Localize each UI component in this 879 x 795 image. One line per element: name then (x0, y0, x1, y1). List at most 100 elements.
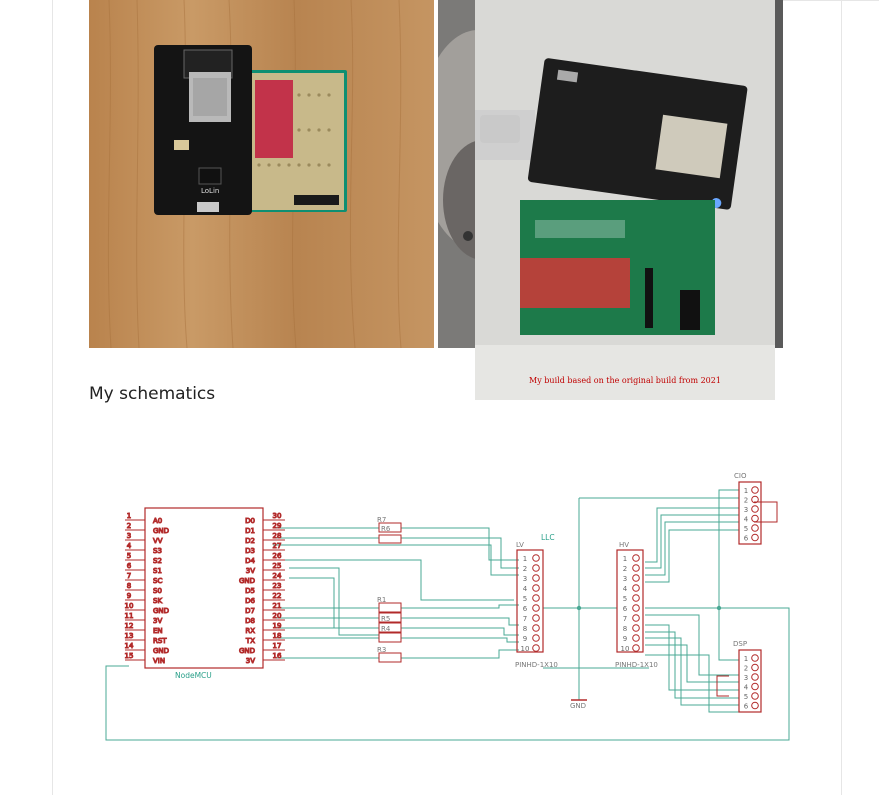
schematic-diagram[interactable]: NodeMCU 1A02GND3VV4S35S26S17SC8S09SK10GN… (89, 450, 809, 750)
connector-pin-number: 6 (744, 703, 749, 711)
nodemcu-left-pin-label: 3V (153, 617, 162, 625)
nodemcu-right-pin-label: RX (245, 627, 255, 635)
connector-pin (751, 486, 759, 494)
header-pin (532, 574, 540, 582)
connector-pin-number: 3 (744, 506, 748, 514)
nodemcu-left-pin-label: VV (153, 537, 163, 545)
nodemcu-right-pin-label: D3 (245, 547, 255, 555)
wood-board-photo: LoLin (89, 0, 434, 348)
header-pin (632, 614, 640, 622)
nodemcu-left-pin-number: 4 (127, 542, 132, 550)
connector-pin-number: 5 (744, 525, 748, 533)
nodemcu-right-pin-number: 17 (273, 642, 282, 650)
connector-pin-number: 1 (744, 487, 748, 495)
resistors: R7 R1 R3 R6 R5 R4 (377, 516, 402, 663)
header-pin (532, 554, 540, 562)
nodemcu-right-pin-number: 25 (273, 562, 282, 570)
header-pin (532, 624, 540, 632)
header-pin (632, 644, 640, 652)
nodemcu-right-pin-label: D2 (245, 537, 255, 545)
nodemcu-right-pin-number: 30 (273, 512, 282, 520)
svg-text:LoLin: LoLin (201, 187, 219, 195)
svg-text:PINHD-1X10: PINHD-1X10 (515, 661, 558, 669)
header-pin-number: 3 (523, 575, 527, 583)
header-pin (632, 594, 640, 602)
connector-pin (751, 701, 759, 710)
resistor-r7-label: R7 (377, 516, 386, 524)
build-photo-3[interactable]: My build based on the original build fro… (475, 0, 775, 400)
header-pin-number: 3 (623, 575, 627, 583)
nodemcu-left-pin-label: GND (153, 647, 169, 655)
connector-pin (751, 663, 759, 672)
nodemcu-right-pin-number: 24 (273, 572, 282, 580)
header-pin (632, 574, 640, 582)
gnd-symbol: GND (570, 699, 587, 710)
header-pin-number: 8 (623, 625, 627, 633)
nodemcu-left-pin-number: 11 (125, 612, 134, 620)
nodemcu-right-pin-label: D5 (245, 587, 255, 595)
connector-pin (751, 654, 759, 662)
nodemcu-left-pin-label: SC (153, 577, 162, 585)
nodemcu-right-pin-number: 29 (273, 522, 282, 530)
connector-pin-number: 3 (744, 674, 748, 682)
nodemcu-right-pin-number: 19 (273, 622, 282, 630)
nodemcu-left-pin-label: S1 (153, 567, 162, 575)
header-pin (532, 564, 540, 572)
header-pin (632, 634, 640, 642)
header-pin-number: 9 (623, 635, 627, 643)
header-pin-number: 2 (623, 565, 627, 573)
header-pin (532, 584, 540, 592)
nodemcu-right-pin-number: 16 (273, 652, 282, 660)
nodemcu-right-pin-label: TX (245, 637, 255, 645)
svg-text:R5: R5 (381, 615, 390, 623)
connector-pin (751, 514, 759, 523)
nodemcu-left-pin-label: GND (153, 607, 169, 615)
nodemcu-right-pin-number: 18 (273, 632, 282, 640)
nodemcu-left-pin-number: 5 (127, 552, 131, 560)
svg-text:HV: HV (619, 541, 629, 549)
resistor-r1-label: R1 (377, 596, 386, 604)
header-pin-number: 7 (523, 615, 527, 623)
build-photo-1[interactable]: LoLin (89, 0, 434, 348)
nodemcu-left-pin-label: S3 (153, 547, 162, 555)
svg-text:DSP: DSP (733, 640, 747, 648)
connector-pin (751, 692, 759, 700)
nodemcu-right-pin-label: D7 (245, 607, 255, 615)
connector-pin (751, 524, 759, 532)
finished-build-photo (475, 0, 775, 400)
section-heading: My schematics (89, 384, 216, 404)
nodemcu-left-pin-label: SK (153, 597, 162, 605)
header-pin (532, 594, 540, 602)
header-pin-number: 4 (523, 585, 528, 593)
header-pin (632, 604, 640, 612)
nodemcu-right-pin-number: 22 (273, 592, 282, 600)
connector-pin-number: 4 (744, 684, 749, 692)
nodemcu-right-pin-label: D1 (245, 527, 255, 535)
schematic-junctions (576, 605, 722, 611)
nodemcu-symbol: NodeMCU 1A02GND3VV4S35S26S17SC8S09SK10GN… (124, 507, 285, 680)
connector-pin-number: 6 (744, 535, 749, 543)
nodemcu-right-pin-number: 21 (273, 602, 282, 610)
nodemcu-right-pin-label: GND (239, 647, 255, 655)
header-pin-number: 5 (623, 595, 627, 603)
nodemcu-left-pin-number: 8 (127, 582, 131, 590)
connector-pin (751, 505, 759, 513)
nodemcu-left-pin-label: GND (153, 527, 169, 535)
header-pin-number: 10 (521, 645, 530, 653)
header-pin-number: 7 (623, 615, 627, 623)
nodemcu-left-pin-number: 10 (125, 602, 134, 610)
nodemcu-left-pin-label: VIN (153, 657, 165, 665)
nodemcu-left-pin-number: 14 (125, 642, 134, 650)
nodemcu-left-pin-label: EN (153, 627, 163, 635)
nodemcu-left-pin-number: 1 (127, 512, 131, 520)
nodemcu-right-pin-label: GND (239, 577, 255, 585)
header-pin (632, 584, 640, 592)
nodemcu-right-pin-number: 28 (273, 532, 282, 540)
photo-caption: My build based on the original build fro… (529, 376, 721, 385)
svg-text:GND: GND (570, 702, 586, 710)
nodemcu-left-pin-number: 12 (125, 622, 134, 630)
header-pin-number: 8 (523, 625, 527, 633)
connector-pin-number: 2 (744, 665, 748, 673)
header-pin-number: 9 (523, 635, 527, 643)
